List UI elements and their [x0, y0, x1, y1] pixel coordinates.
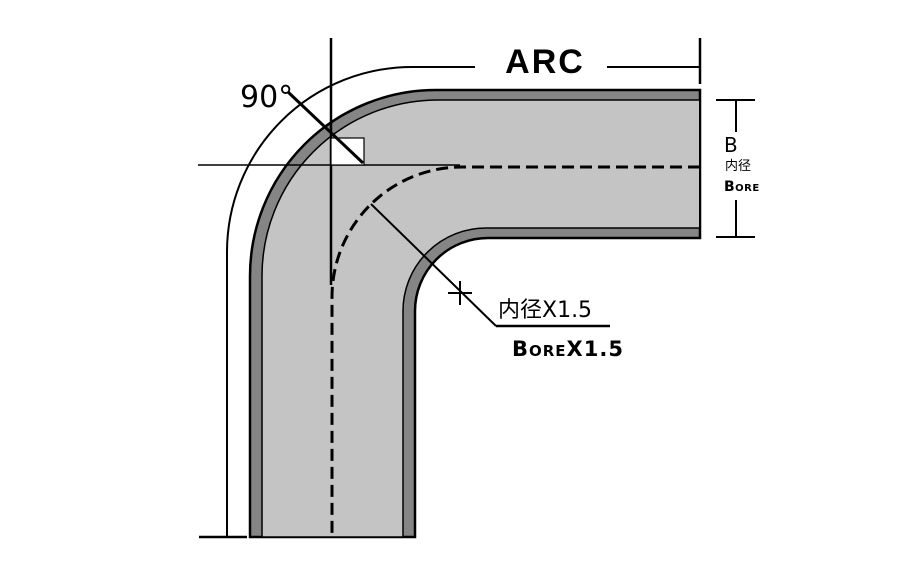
arc-dimension-line — [226, 66, 475, 537]
tube-centerline — [330, 165, 700, 537]
angle-label: 90° — [240, 80, 293, 115]
radius-leader-line — [370, 203, 497, 327]
arc-label: ARC — [505, 43, 585, 81]
bore-letter-label: B — [724, 133, 738, 157]
radius-en-label: BoreX1.5 — [512, 337, 624, 361]
bore-en-label: Bore — [724, 179, 760, 195]
bore-cn-label: 内径 — [725, 158, 751, 174]
tube-inner-fill — [261, 99, 701, 538]
radius-cn-label: 内径X1.5 — [498, 298, 592, 323]
